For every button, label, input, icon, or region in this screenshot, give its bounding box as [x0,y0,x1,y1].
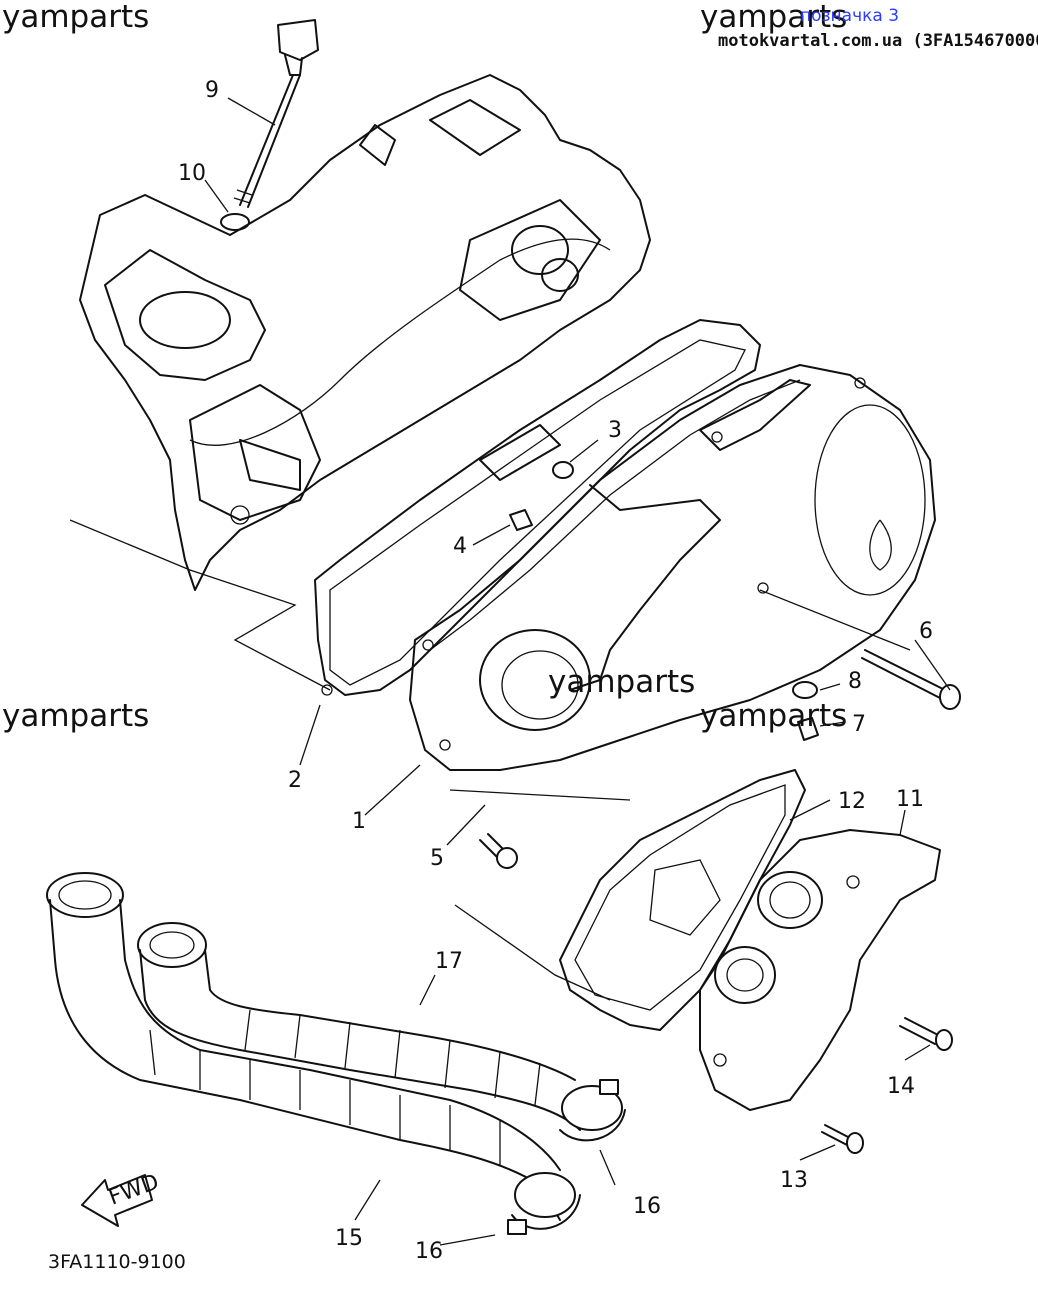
bolt-14 [899,1017,953,1051]
oil-dipstick [233,19,319,208]
callout-numbers: 1 2 3 4 5 6 7 8 9 10 11 12 13 14 15 16 1… [178,78,933,1264]
duct-gasket [559,769,806,1031]
crankcase-gasket [314,319,761,696]
callout-4: 4 [453,534,467,559]
callout-13: 13 [780,1168,808,1193]
watermark-top-left: yamparts [2,0,149,35]
callout-9: 9 [205,78,219,103]
air-duct-15 [46,872,576,1221]
crankcase-cover [409,364,936,771]
oring [220,213,250,231]
site-reference: motokvartal.com.ua (3FA154670000) [718,31,1038,51]
callout-10: 10 [178,161,206,186]
callout-3: 3 [608,418,622,443]
callout-12: 12 [838,789,866,814]
callout-17: 17 [435,949,463,974]
leader-lines [204,97,951,1246]
callout-7: 7 [852,712,866,737]
callout-6: 6 [919,619,933,644]
watermark-top-right: yamparts [700,0,847,35]
callout-8: 8 [848,669,862,694]
bookmark-link[interactable]: позначка 3 [800,6,899,26]
bolt-13 [821,1124,864,1154]
callout-16b: 16 [415,1239,443,1264]
watermark-center: yamparts [548,664,695,700]
callout-16a: 16 [633,1194,661,1219]
watermark-mid-right: yamparts [700,698,847,734]
callout-14: 14 [887,1074,915,1099]
callout-11: 11 [896,787,924,812]
plug-7 [797,717,819,741]
callout-2: 2 [288,768,302,793]
fwd-label: FWD [106,1170,163,1211]
crankcase-body [69,74,651,691]
callout-5: 5 [430,846,444,871]
washer-8 [792,681,818,699]
bolt-5 [479,833,518,869]
watermark-mid-left: yamparts [2,698,149,734]
dowel-pin [509,509,533,531]
air-duct-cover [699,829,941,1111]
bolt-6 [861,649,961,710]
diagram-code: 3FA1110-9100 [48,1251,186,1273]
callout-1: 1 [352,809,366,834]
fwd-arrow: FWD [81,1170,163,1227]
hose-clamps [507,1079,626,1235]
washer [552,461,574,479]
air-duct-17 [137,922,623,1131]
callout-15: 15 [335,1226,363,1251]
